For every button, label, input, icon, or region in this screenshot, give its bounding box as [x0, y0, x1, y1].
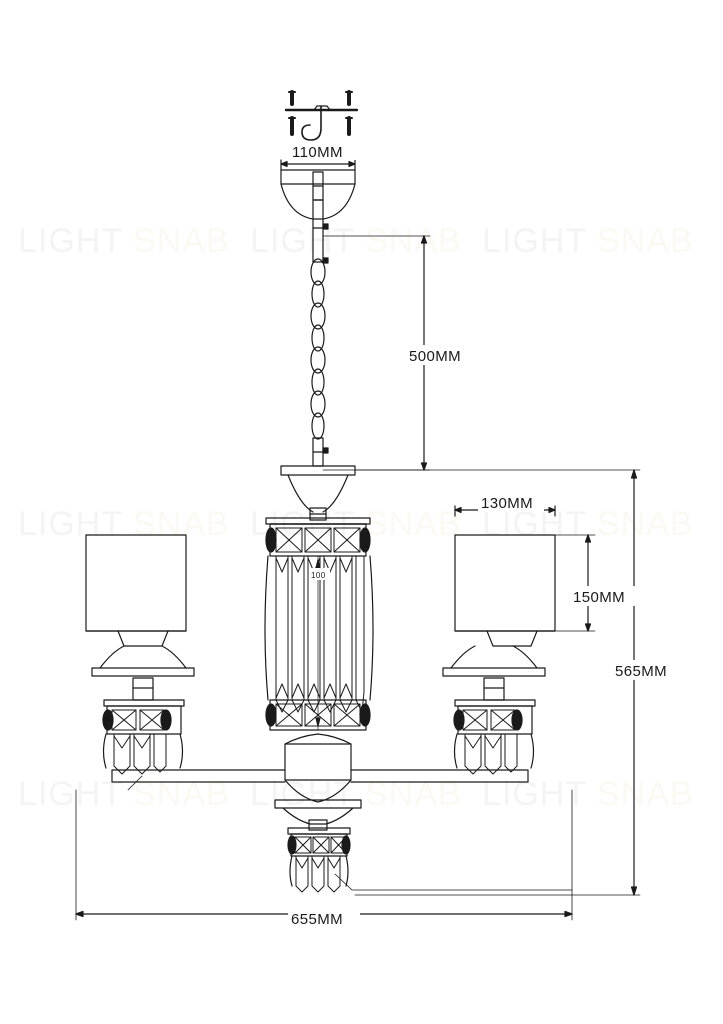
dimension-body-height — [354, 469, 641, 896]
dimension-label-canopy-width: 110MM — [292, 144, 343, 161]
dimension-label-body-height: 565MM — [615, 663, 667, 680]
dimension-label-shade-width: 130MM — [481, 495, 533, 512]
canopy — [280, 169, 356, 220]
left-lamp — [85, 534, 195, 775]
screw-icon — [345, 116, 353, 136]
lamp-shade — [454, 534, 556, 632]
center-hub — [274, 733, 362, 831]
screw-icon — [288, 116, 296, 136]
right-lamp — [442, 534, 556, 775]
leader-line — [127, 775, 143, 791]
ceiling-hook-assembly — [284, 90, 359, 141]
lamp-shade — [85, 534, 187, 632]
dimension-label-overall-width: 655MM — [291, 911, 343, 928]
chandelier-arms — [111, 769, 529, 783]
dimension-label-shade-height: 150MM — [573, 589, 625, 606]
screw-icon — [288, 90, 296, 106]
dimension-label-chain-drop: 500MM — [409, 348, 461, 365]
dimension-overall-width — [75, 789, 573, 921]
central-crystal-column — [264, 517, 374, 731]
suspension-chain — [310, 199, 329, 467]
dimension-label-column-detail: 100 — [311, 571, 326, 580]
upper-flare — [280, 465, 356, 521]
dimension-shade-height — [489, 534, 596, 632]
dimension-canopy-width — [280, 159, 356, 171]
screw-icon — [345, 90, 353, 106]
bottom-finial — [287, 827, 351, 893]
